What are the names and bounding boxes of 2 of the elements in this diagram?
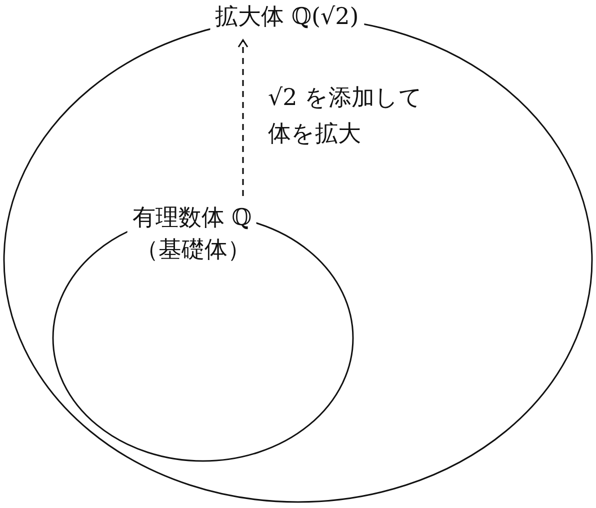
ellipse-label: 拡大体 ℚ(√2) [210,2,364,32]
dashed-arrow [238,39,248,196]
